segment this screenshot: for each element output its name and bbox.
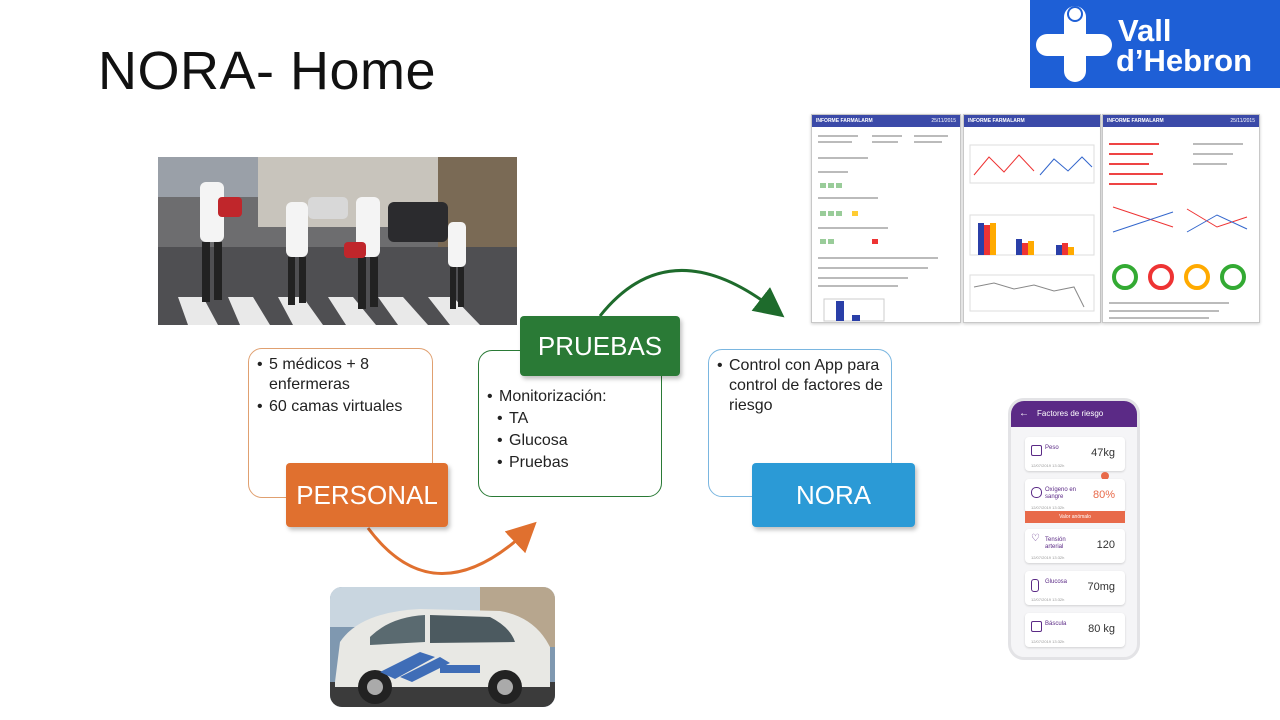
risk-item-glucose[interactable]: Glucosa 70mg 12/07/2019 13:32h [1025,571,1125,605]
heart-icon: ♡ [1031,533,1040,542]
pruebas-subitem: TA [497,409,653,429]
app-header: ← Factores de riesgo [1011,401,1137,427]
report-page-2: INFORME FARMALARM [963,114,1101,323]
report-title: INFORME FARMALARM [964,115,1100,127]
glucometer-icon [1031,579,1039,592]
hospital-cross-icon [1030,0,1118,88]
pruebas-label: PRUEBAS [520,316,680,376]
nora-item: Control con App para control de factores… [717,356,883,416]
logo-text-line1: Vall [1118,16,1171,46]
risk-item-pressure[interactable]: ♡ Tensión arterial 120 12/07/2019 13:32h [1025,529,1125,563]
report-date: 25/11/2015 [1230,115,1255,127]
nora-label: NORA [752,463,915,527]
app-header-title: Factores de riesgo [1037,409,1103,418]
personal-item: 5 médicos + 8 enfermeras [257,355,424,395]
bathroom-scale-icon [1031,621,1042,632]
back-arrow-icon[interactable]: ← [1019,401,1029,427]
pruebas-subitem: Glucosa [497,431,653,451]
scale-icon [1031,445,1042,456]
oxygen-icon [1031,487,1042,498]
pruebas-subitem: Pruebas [497,453,653,473]
risk-item-scale[interactable]: Báscula 80 kg 12/07/2019 13:32h [1025,613,1125,647]
report-date: 25/11/2015 [931,115,956,127]
car-photo [330,587,555,707]
risk-item-oxygen[interactable]: Oxígeno en sangre 80% 12/07/2019 13:32h [1025,479,1125,513]
personal-item: 60 camas virtuales [257,397,424,417]
report-page-1: INFORME FARMALARM 25/11/2015 [811,114,961,323]
anomaly-alert: Valor anómalo [1025,511,1125,523]
pruebas-item: Monitorización: [487,387,653,407]
risk-item-weight[interactable]: Peso 47kg 12/07/2019 13:32h [1025,437,1125,471]
slide-title: NORA- Home [98,40,436,102]
vall-dhebron-logo: Vall d’Hebron [1030,0,1280,88]
logo-text-line2: d’Hebron [1116,46,1252,76]
report-page-3: INFORME FARMALARM 25/11/2015 [1102,114,1260,323]
personal-label: PERSONAL [286,463,448,527]
phone-app-mockup: ← Factores de riesgo Peso 47kg 12/07/201… [1008,398,1140,660]
